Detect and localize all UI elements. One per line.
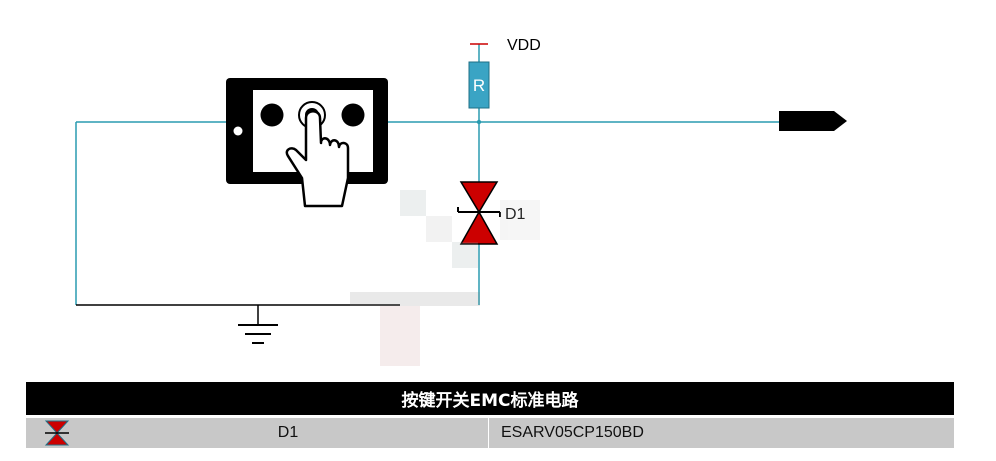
bom-designator: D1: [277, 424, 299, 441]
junction-dot: [476, 119, 482, 125]
bom-part-number: ESARV05CP150BD: [488, 418, 954, 448]
wires: [75, 44, 780, 325]
tvs-diode-d1: [457, 181, 501, 245]
ground-icon: [238, 324, 278, 344]
circuit-schematic: VDD R D1: [75, 37, 847, 366]
resistor-label: R: [473, 76, 485, 95]
watermark-logo: [350, 190, 540, 366]
diode-label: D1: [505, 206, 526, 223]
vdd-label: VDD: [507, 37, 541, 54]
bom-table-title: 按键开关EMC标准电路: [26, 382, 954, 415]
resistor-body: [468, 61, 490, 109]
bom-table-row: D1 ESARV05CP150BD: [26, 418, 954, 448]
output-connector-icon: [779, 111, 847, 131]
touch-button-icon: [226, 78, 388, 208]
tvs-diode-icon: [26, 418, 88, 448]
